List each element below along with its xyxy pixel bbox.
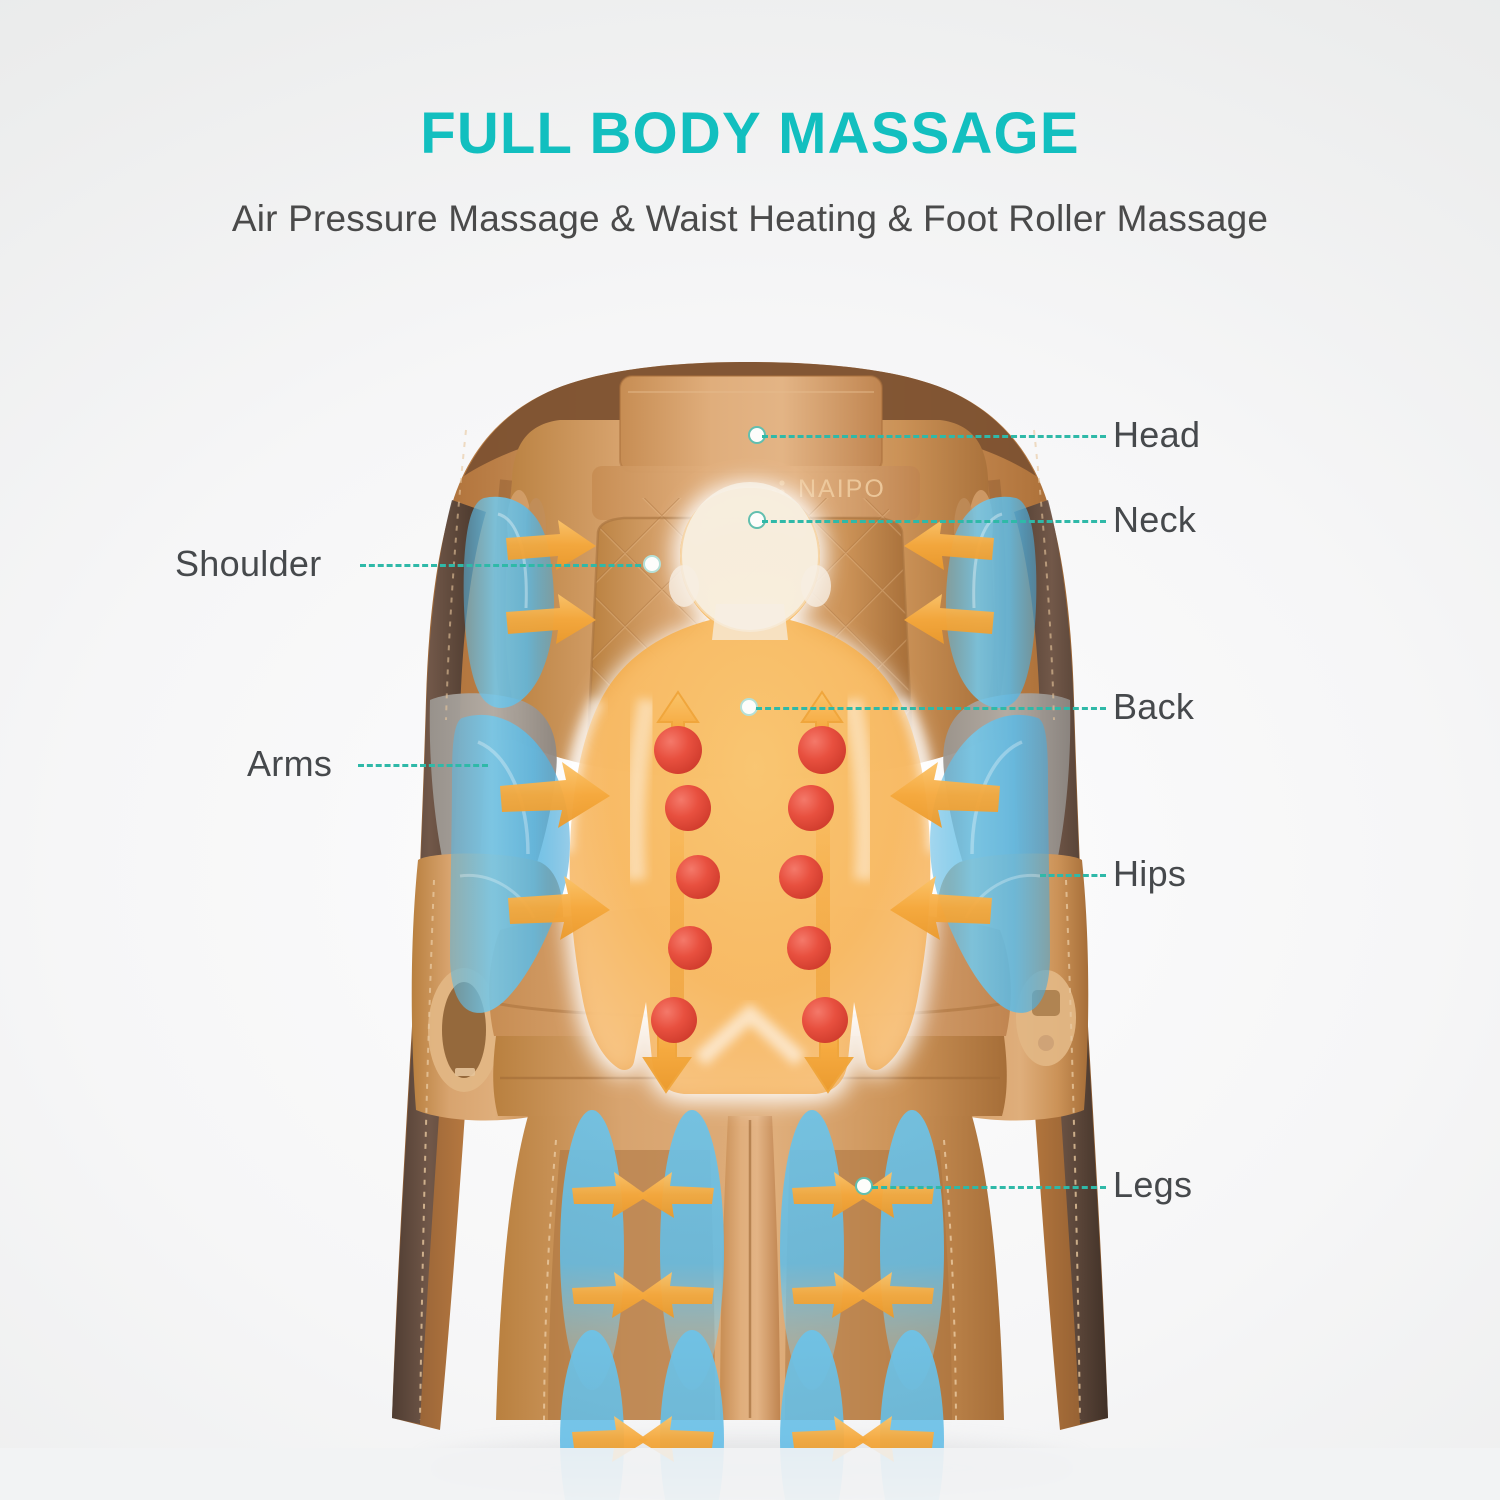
arrow-right <box>500 762 610 828</box>
shoulder-arrows <box>506 520 994 644</box>
leader-line-arms <box>358 764 488 767</box>
calf-airbag <box>780 1110 844 1390</box>
arm-arrows <box>500 762 1000 940</box>
callout-label-shoulder: Shoulder <box>175 543 322 584</box>
leader-line-legs <box>872 1186 1106 1189</box>
callout-label-head: Head <box>1113 414 1201 455</box>
waist-heating-indicators <box>642 690 854 1094</box>
heat-dot <box>668 926 712 970</box>
calf-airbag <box>560 1110 624 1390</box>
arrow-right <box>572 1272 648 1318</box>
callout-label-neck: Neck <box>1113 499 1197 540</box>
heat-dots <box>651 726 848 1043</box>
heat-dot <box>802 997 848 1043</box>
calf-arrows <box>572 1172 934 1318</box>
arrow-left <box>638 1272 714 1318</box>
headrest-pillow <box>619 375 883 473</box>
leader-line-hips <box>1040 874 1106 877</box>
leader-line-shoulder <box>360 564 650 567</box>
leader-line-back <box>756 707 1106 710</box>
arrow-left <box>858 1172 934 1218</box>
arrow-right <box>506 594 596 644</box>
arrow-left <box>638 1172 714 1218</box>
heat-dot <box>676 855 720 899</box>
page-title: FULL BODY MASSAGE <box>420 101 1080 166</box>
calf-airbags <box>560 1110 944 1390</box>
marker-dot-legs <box>855 1177 873 1195</box>
page-subtitle: Air Pressure Massage & Waist Heating & F… <box>231 198 1269 239</box>
heat-dot <box>779 855 823 899</box>
heat-dot <box>654 726 702 774</box>
marker-dot-shoulder <box>643 555 661 573</box>
heat-dot <box>798 726 846 774</box>
arrow-right <box>792 1272 868 1318</box>
heat-dot <box>651 997 697 1043</box>
callout-label-back: Back <box>1113 686 1195 727</box>
arrow-right <box>572 1172 648 1218</box>
arrow-right <box>792 1172 868 1218</box>
heat-dot <box>665 785 711 831</box>
leader-line-neck <box>762 520 1106 523</box>
arrow-left <box>904 594 994 644</box>
heat-dot <box>787 926 831 970</box>
body-head <box>682 482 818 630</box>
callout-label-hips: Hips <box>1113 853 1187 894</box>
arrow-right <box>508 876 610 940</box>
callout-label-legs: Legs <box>1113 1164 1193 1205</box>
calf-airbag <box>880 1110 944 1390</box>
arrow-left <box>890 876 992 940</box>
heat-dot <box>788 785 834 831</box>
arrow-left <box>890 762 1000 828</box>
callout-label-arms: Arms <box>247 743 333 784</box>
arrow-left <box>858 1272 934 1318</box>
arrow-right <box>506 520 596 570</box>
human-body-silhouette <box>559 482 941 1102</box>
arrow-left <box>904 520 994 570</box>
calf-airbag <box>660 1110 724 1390</box>
leader-line-head <box>762 435 1106 438</box>
body-neck <box>712 604 788 640</box>
